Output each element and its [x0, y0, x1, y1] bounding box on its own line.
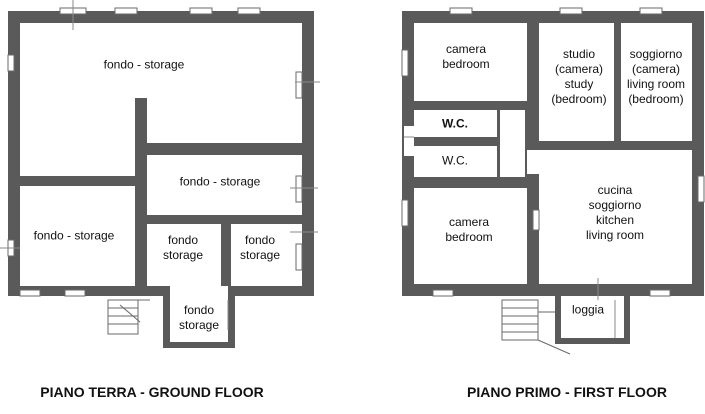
first-living-room-top: soggiorno(camera)living room(bedroom): [626, 47, 686, 106]
first-wc-1: W.C.: [442, 116, 468, 131]
first-study: studio(camera)study(bedroom): [551, 47, 607, 106]
ground-floor-title: PIANO TERRA - GROUND FLOOR: [40, 384, 264, 400]
ground-storage-left: fondo - storage: [33, 228, 115, 243]
ground-storage-large: fondo - storage: [103, 57, 185, 72]
first-floor-plan: [401, 7, 705, 355]
ground-storage-middle: fondo - storage: [179, 174, 261, 189]
first-loggia: loggia: [571, 302, 605, 317]
ground-floor-plan: [0, 0, 320, 348]
first-wc-2: W.C.: [442, 153, 468, 168]
first-floor-title: PIANO PRIMO - FIRST FLOOR: [467, 384, 667, 400]
